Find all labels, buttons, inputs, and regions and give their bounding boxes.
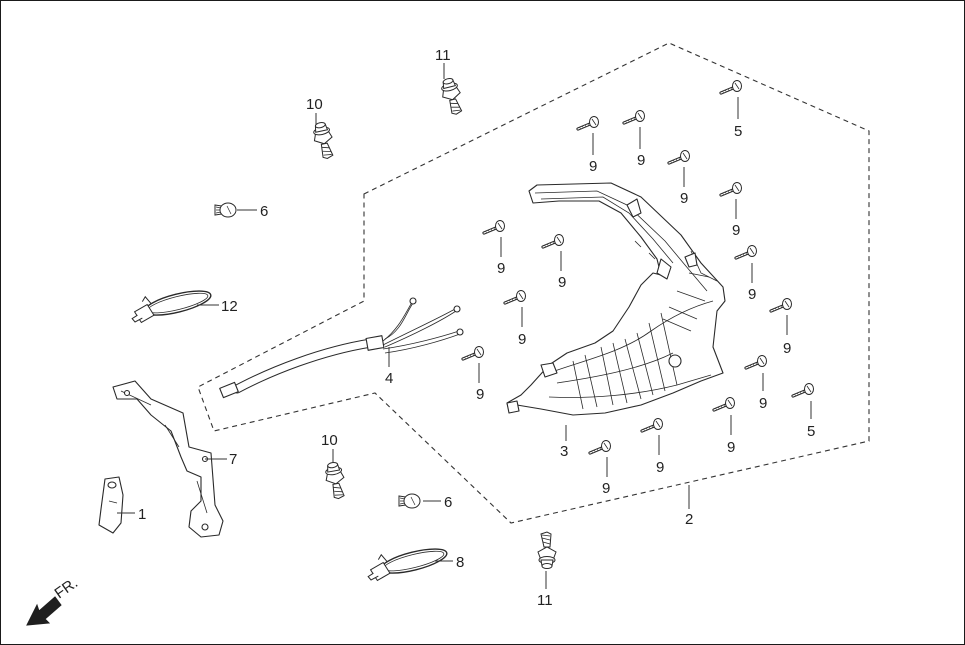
screw-9-k <box>744 353 769 370</box>
callout-11-lower: 11 <box>537 592 553 609</box>
callout-9-g: 9 <box>748 286 756 303</box>
callout-5-lower: 5 <box>807 423 815 440</box>
screw-9-f <box>541 232 566 249</box>
screw-9-e <box>482 218 507 235</box>
callout-1: 1 <box>138 506 146 523</box>
bolt-10-lower <box>322 460 348 501</box>
leader-lines <box>117 63 812 589</box>
callout-9-h: 9 <box>518 331 526 348</box>
screw-9-i <box>769 296 794 313</box>
callout-8: 8 <box>456 554 464 571</box>
callout-9-c: 9 <box>680 190 688 207</box>
screw-9-n <box>588 438 613 455</box>
screw-5-upper <box>719 78 744 95</box>
screw-9-d <box>719 180 744 197</box>
callout-9-m: 9 <box>656 459 664 476</box>
callout-10-upper: 10 <box>306 96 323 113</box>
bulb-lower <box>398 493 421 509</box>
front-direction-arrow-icon <box>26 596 62 626</box>
screw-5-lower <box>791 381 816 398</box>
screw-9-m <box>640 416 665 433</box>
callout-9-e: 9 <box>497 260 505 277</box>
callout-7: 7 <box>229 451 237 468</box>
screw-9-l <box>712 395 737 412</box>
callout-9-d: 9 <box>732 222 740 239</box>
callout-9-b: 9 <box>637 152 645 169</box>
assembly-boundary <box>197 42 870 524</box>
callout-9-i: 9 <box>783 340 791 357</box>
callout-2: 2 <box>685 511 693 528</box>
callout-6-lower: 6 <box>444 494 452 511</box>
callout-12: 12 <box>221 298 238 315</box>
bolt-11-upper <box>438 76 466 117</box>
callout-9-l: 9 <box>727 439 735 456</box>
screw-9-b <box>622 108 647 125</box>
callout-9-j: 9 <box>476 386 484 403</box>
screw-9-h <box>503 288 528 305</box>
callout-6-upper: 6 <box>260 203 268 220</box>
callout-9-f: 9 <box>558 274 566 291</box>
callout-10-lower: 10 <box>321 432 338 449</box>
callout-9-k: 9 <box>759 395 767 412</box>
cable-tie-upper <box>127 280 214 326</box>
screw-9-j <box>461 344 486 361</box>
callout-9-a: 9 <box>589 158 597 175</box>
mounting-bracket <box>112 380 224 538</box>
bolt-10-upper <box>310 120 337 161</box>
screw-9-g <box>734 243 759 260</box>
screw-9-a <box>576 114 601 131</box>
clip-part <box>98 476 124 534</box>
callout-11-upper: 11 <box>435 47 451 64</box>
callout-5-upper: 5 <box>734 123 742 140</box>
bulb-upper <box>214 202 237 218</box>
headlight-assembly <box>506 182 726 416</box>
callout-4: 4 <box>385 370 393 387</box>
bolt-11-lower <box>537 531 557 569</box>
wire-harness <box>219 297 464 399</box>
callout-9-n: 9 <box>602 480 610 497</box>
screw-9-c <box>667 148 692 165</box>
callout-3: 3 <box>560 443 568 460</box>
